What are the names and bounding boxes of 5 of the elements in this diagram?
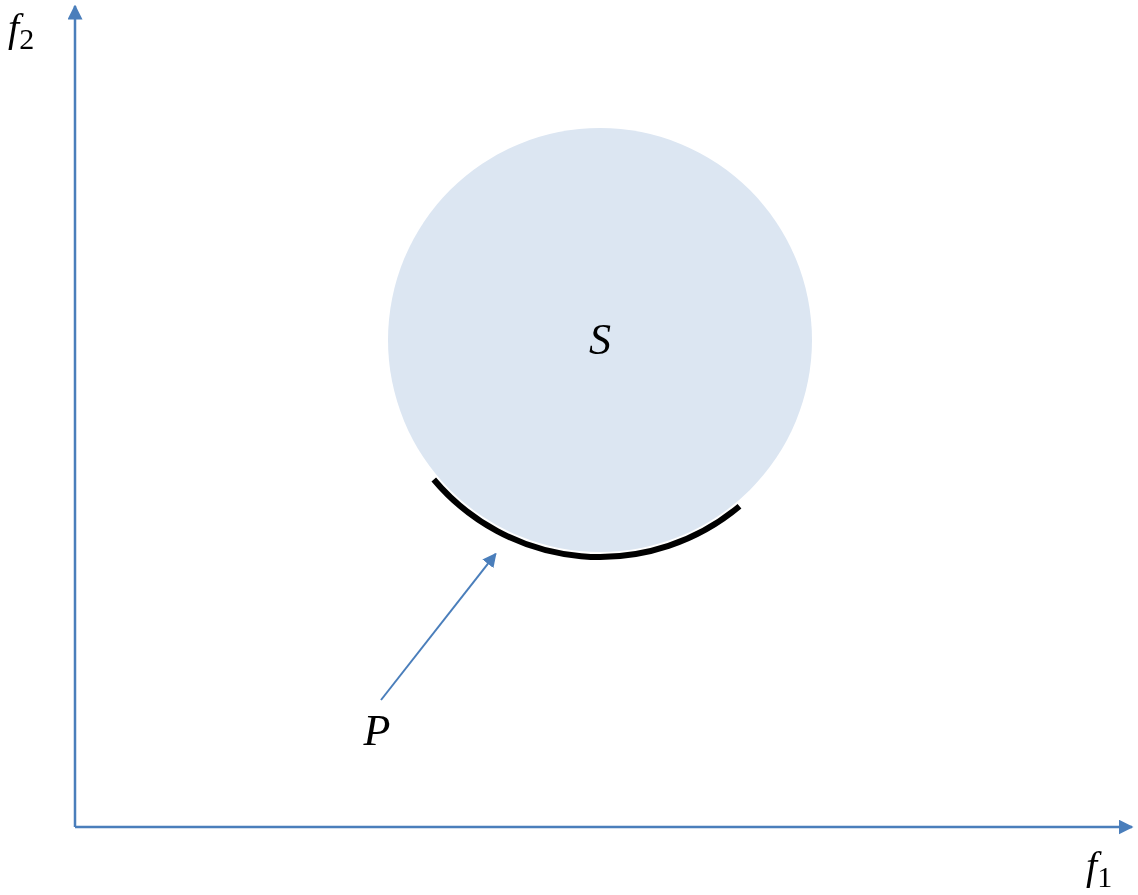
- arrow: [380, 552, 497, 701]
- axis-label: f$_{1}$: [1086, 846, 1113, 886]
- point-label: P: [352, 705, 402, 757]
- set-label: S: [589, 318, 611, 362]
- axis-label: f$_{2}$: [8, 8, 35, 48]
